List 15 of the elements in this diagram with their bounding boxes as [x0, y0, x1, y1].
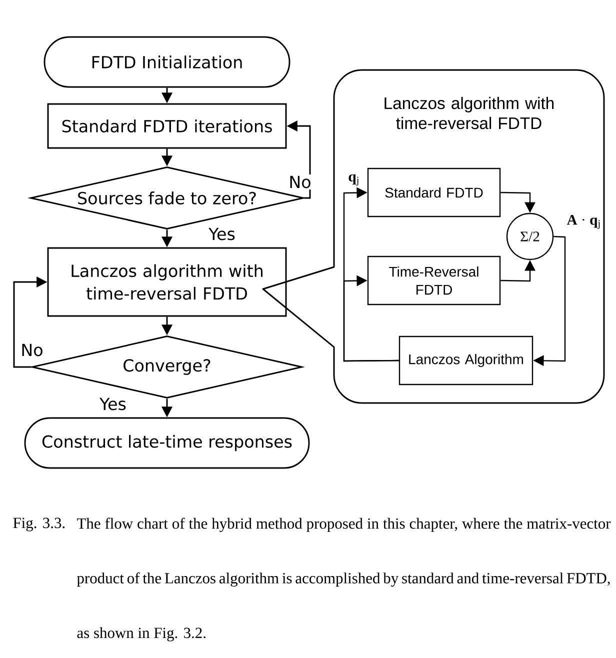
process-box: Standard FDTD: [367, 168, 501, 218]
process-box: Lanczos Algorithm: [398, 336, 534, 386]
edge-label: No: [287, 174, 313, 190]
edge-label: q$_{j}$: [346, 172, 362, 188]
arrow: [343, 275, 399, 362]
summing-junction: Σ/2: [506, 212, 554, 260]
edge-label: Yes: [98, 396, 128, 412]
process-box: Lanczos algorithm with time-reversal FDTD: [47, 247, 287, 317]
terminal-box: FDTD Initialization: [44, 36, 290, 88]
terminal-box: Construct late-time responses: [24, 417, 310, 469]
process-box: Standard FDTD iterations: [47, 103, 287, 149]
process-box: Time-Reversal FDTD: [367, 256, 501, 306]
edge-label: A · q$_{j}$: [565, 214, 603, 230]
caption: The flow chart of the hybrid method proposed in this chapter, where the matrix-vector product of the Lanczos algorithm is accomplished by standard and time-reversal FDTD, as shown in Fig. 3.2.: [76, 518, 611, 642]
figure-number: Fig. 3.3.: [13, 518, 65, 532]
